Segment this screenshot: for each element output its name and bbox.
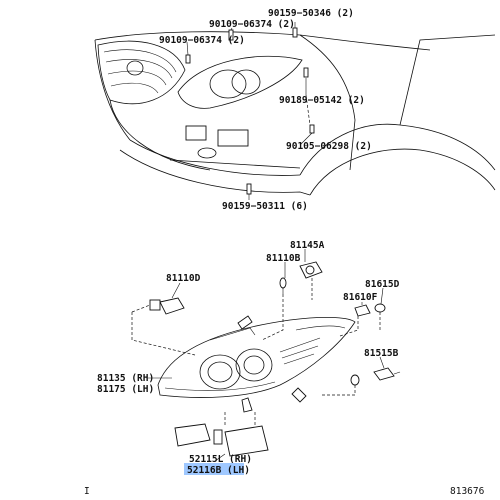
label-90189-05142: 90189−05142 (2) — [279, 95, 365, 106]
label-52115L: 52115L (RH) — [189, 454, 252, 465]
label-81135: 81135 (RH) — [97, 373, 154, 384]
car-front-illustration — [94, 27, 496, 196]
label-81615D: 81615D — [365, 279, 400, 290]
exploded-guides — [131, 278, 381, 426]
bulb-81615D — [374, 303, 386, 313]
socket-81145A — [299, 261, 323, 279]
label-90109-06374-upper: 90109−06374 (2) — [209, 19, 295, 30]
label-90159-50346: 90159−50346 (2) — [268, 8, 354, 19]
top-leader-lines — [186, 22, 313, 200]
label-highlight — [184, 463, 244, 475]
bracket-52115L — [174, 423, 269, 457]
bulb-81110D — [149, 297, 185, 315]
socket-81610F — [354, 304, 371, 317]
bulb-81110B — [279, 277, 287, 294]
label-81110D: 81110D — [166, 273, 201, 284]
bottom-leader-lines — [148, 249, 385, 462]
socket-81135 — [350, 374, 360, 386]
page-marker: I — [84, 486, 90, 497]
label-81110B: 81110B — [266, 253, 301, 264]
diagram-id: 813676 — [450, 486, 485, 497]
label-81175: 81175 (LH) — [97, 384, 154, 395]
label-90159-50311: 90159−50311 (6) — [222, 201, 308, 212]
label-90105-06298: 90105−06298 (2) — [286, 141, 372, 152]
label-52116B[interactable]: 52116B (LH) — [187, 465, 250, 476]
label-81515B: 81515B — [364, 348, 399, 359]
bulb-81515B — [373, 367, 401, 381]
headlamp-assembly — [157, 315, 356, 413]
label-81610F: 81610F — [343, 292, 378, 303]
label-90109-06374-lower: 90109−06374 (2) — [159, 35, 245, 46]
label-81145A: 81145A — [290, 240, 325, 251]
